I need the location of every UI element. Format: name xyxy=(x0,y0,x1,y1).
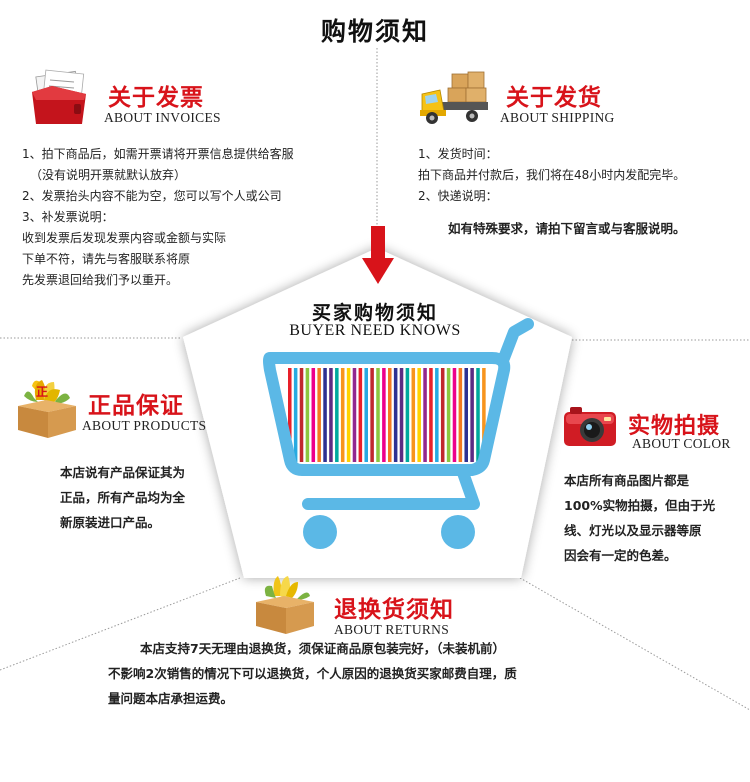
shipping-section: 关于发货 ABOUT SHIPPING 1、发货时间： 拍下商品并付款后，我们将… xyxy=(390,64,750,264)
returns-line: 不影响2次销售的情况下可以退换货，个人原因的退换货买家邮费自理，质 xyxy=(108,666,517,681)
cart-stripe xyxy=(435,368,439,462)
cart-stripe xyxy=(346,368,351,462)
cart-stripe xyxy=(382,368,386,462)
shipping-line: 2、快递说明： xyxy=(418,189,498,203)
cart-stripe xyxy=(388,368,392,462)
center-title: 买家购物须知 xyxy=(311,302,438,324)
cart-stripe xyxy=(352,368,357,462)
svg-text:正: 正 xyxy=(36,385,48,399)
products-subtitle: ABOUT PRODUCTS xyxy=(82,418,207,433)
returns-title: 退换货须知 xyxy=(334,597,454,623)
cart-stripe xyxy=(376,368,380,462)
cart-stripe xyxy=(335,368,339,462)
cart-stripe xyxy=(399,368,404,462)
cart-stripe xyxy=(329,368,333,462)
divider-lines xyxy=(0,48,750,711)
genuine-box-icon: 正 xyxy=(14,376,80,440)
shipping-title: 关于发货 xyxy=(506,85,602,111)
cart-stripe xyxy=(470,368,474,462)
cart-stripe xyxy=(405,368,410,462)
cart-stripe xyxy=(370,368,374,462)
cart-stripe xyxy=(429,368,433,462)
color-body: 本店所有商品图片都是 100%实物拍摄，但由于光 线、灯光以及显示器等原 因会有… xyxy=(564,468,715,568)
cart-stripe xyxy=(423,368,427,462)
cart-stripe xyxy=(464,368,468,462)
camera-icon xyxy=(560,404,620,448)
shipping-line: 拍下商品并付款后，我们将在48小时内发配完毕。 xyxy=(418,168,686,182)
invoices-body: 1、拍下商品后，如需开票请将开票信息提供给客服 （没有说明开票就默认放弃） 2、… xyxy=(22,144,294,291)
returns-subtitle: ABOUT RETURNS xyxy=(334,622,450,637)
color-line: 因会有一定的色差。 xyxy=(564,548,677,563)
cart-stripe xyxy=(288,368,292,462)
delivery-truck-icon xyxy=(418,68,490,128)
invoices-line: 下单不符，请先与客服联系将原 xyxy=(22,252,191,266)
cart-stripe xyxy=(311,368,316,462)
returns-line: 量问题本店承担运费。 xyxy=(108,691,234,706)
shipping-body: 1、发货时间： 拍下商品并付款后，我们将在48小时内发配完毕。 2、快递说明： xyxy=(418,144,685,207)
invoices-line: 1、拍下商品后，如需开票请将开票信息提供给客服 xyxy=(22,147,294,161)
down-arrow-icon xyxy=(362,226,394,286)
cart-stripe xyxy=(411,368,416,462)
invoices-line: 2、发票抬头内容不能为空，您可以写个人或公司 xyxy=(22,189,282,203)
cart-stripe xyxy=(364,368,368,462)
products-body: 本店说有产品保证其为 正品，所有产品均为全 新原装进口产品。 xyxy=(60,460,185,535)
color-title: 实物拍摄 xyxy=(628,414,721,439)
cart-stripes xyxy=(288,368,486,462)
shipping-line: 1、发货时间： xyxy=(418,147,498,161)
color-subtitle: ABOUT COLOR xyxy=(632,436,731,451)
invoices-line: （没有说明开票就默认放弃） xyxy=(30,168,187,182)
products-title: 正品保证 xyxy=(88,393,184,419)
returns-section: 退换货须知 ABOUT RETURNS 本店支持7天无理由退换货，须保证商品原包… xyxy=(0,566,750,726)
shopping-cart-icon xyxy=(263,318,534,549)
products-line: 新原装进口产品。 xyxy=(60,515,161,530)
cart-stripe xyxy=(417,368,421,462)
cart-stripe xyxy=(440,368,445,462)
invoices-line: 先发票退回给我们予以重开。 xyxy=(22,273,179,287)
cart-stripe xyxy=(393,368,398,462)
shipping-subtitle: ABOUT SHIPPING xyxy=(500,110,615,125)
color-line: 100%实物拍摄，但由于光 xyxy=(564,498,716,513)
cart-stripe xyxy=(482,368,486,462)
invoices-line: 3、补发票说明： xyxy=(22,210,114,224)
invoices-title: 关于发票 xyxy=(108,85,204,111)
cart-stripe xyxy=(299,368,304,462)
cart-stripe xyxy=(476,368,480,462)
returns-body: 本店支持7天无理由退换货，须保证商品原包装完好，（未装机前） 不影响2次销售的情… xyxy=(108,636,517,711)
folder-invoice-icon xyxy=(28,68,92,128)
page-title: 购物须知 xyxy=(320,17,429,46)
returns-line: 本店支持7天无理由退换货，须保证商品原包装完好，（未装机前） xyxy=(140,641,505,656)
gift-box-icon xyxy=(252,570,318,636)
cart-stripe xyxy=(305,368,310,462)
shipping-note: 如有特殊要求，请拍下留言或与客服说明。 xyxy=(448,221,686,236)
center-subtitle: BUYER NEED KNOWS xyxy=(289,322,461,339)
products-line: 正品，所有产品均为全 xyxy=(60,490,186,505)
cart-stripe xyxy=(358,368,363,462)
cart-stripe xyxy=(293,368,298,462)
color-line: 本店所有商品图片都是 xyxy=(564,473,690,488)
invoices-section: 关于发票 ABOUT INVOICES 1、拍下商品后，如需开票请将开票信息提供… xyxy=(0,64,360,314)
cart-stripe xyxy=(446,368,451,462)
products-line: 本店说有产品保证其为 xyxy=(60,465,186,480)
invoices-subtitle: ABOUT INVOICES xyxy=(104,110,221,125)
color-section: 实物拍摄 ABOUT COLOR 本店所有商品图片都是 100%实物拍摄，但由于… xyxy=(548,396,750,566)
cart-stripe xyxy=(317,368,321,462)
invoices-line: 收到发票后发现发票内容或金额与实际 xyxy=(22,231,227,245)
cart-stripe xyxy=(452,368,457,462)
cart-stripe xyxy=(458,368,463,462)
color-line: 线、灯光以及显示器等原 xyxy=(564,523,702,538)
cart-stripe xyxy=(340,368,345,462)
products-section: 正 正品保证 ABOUT PRODUCTS 本店说有产品保证其为 正品，所有产品… xyxy=(0,372,230,542)
cart-stripe xyxy=(323,368,327,462)
